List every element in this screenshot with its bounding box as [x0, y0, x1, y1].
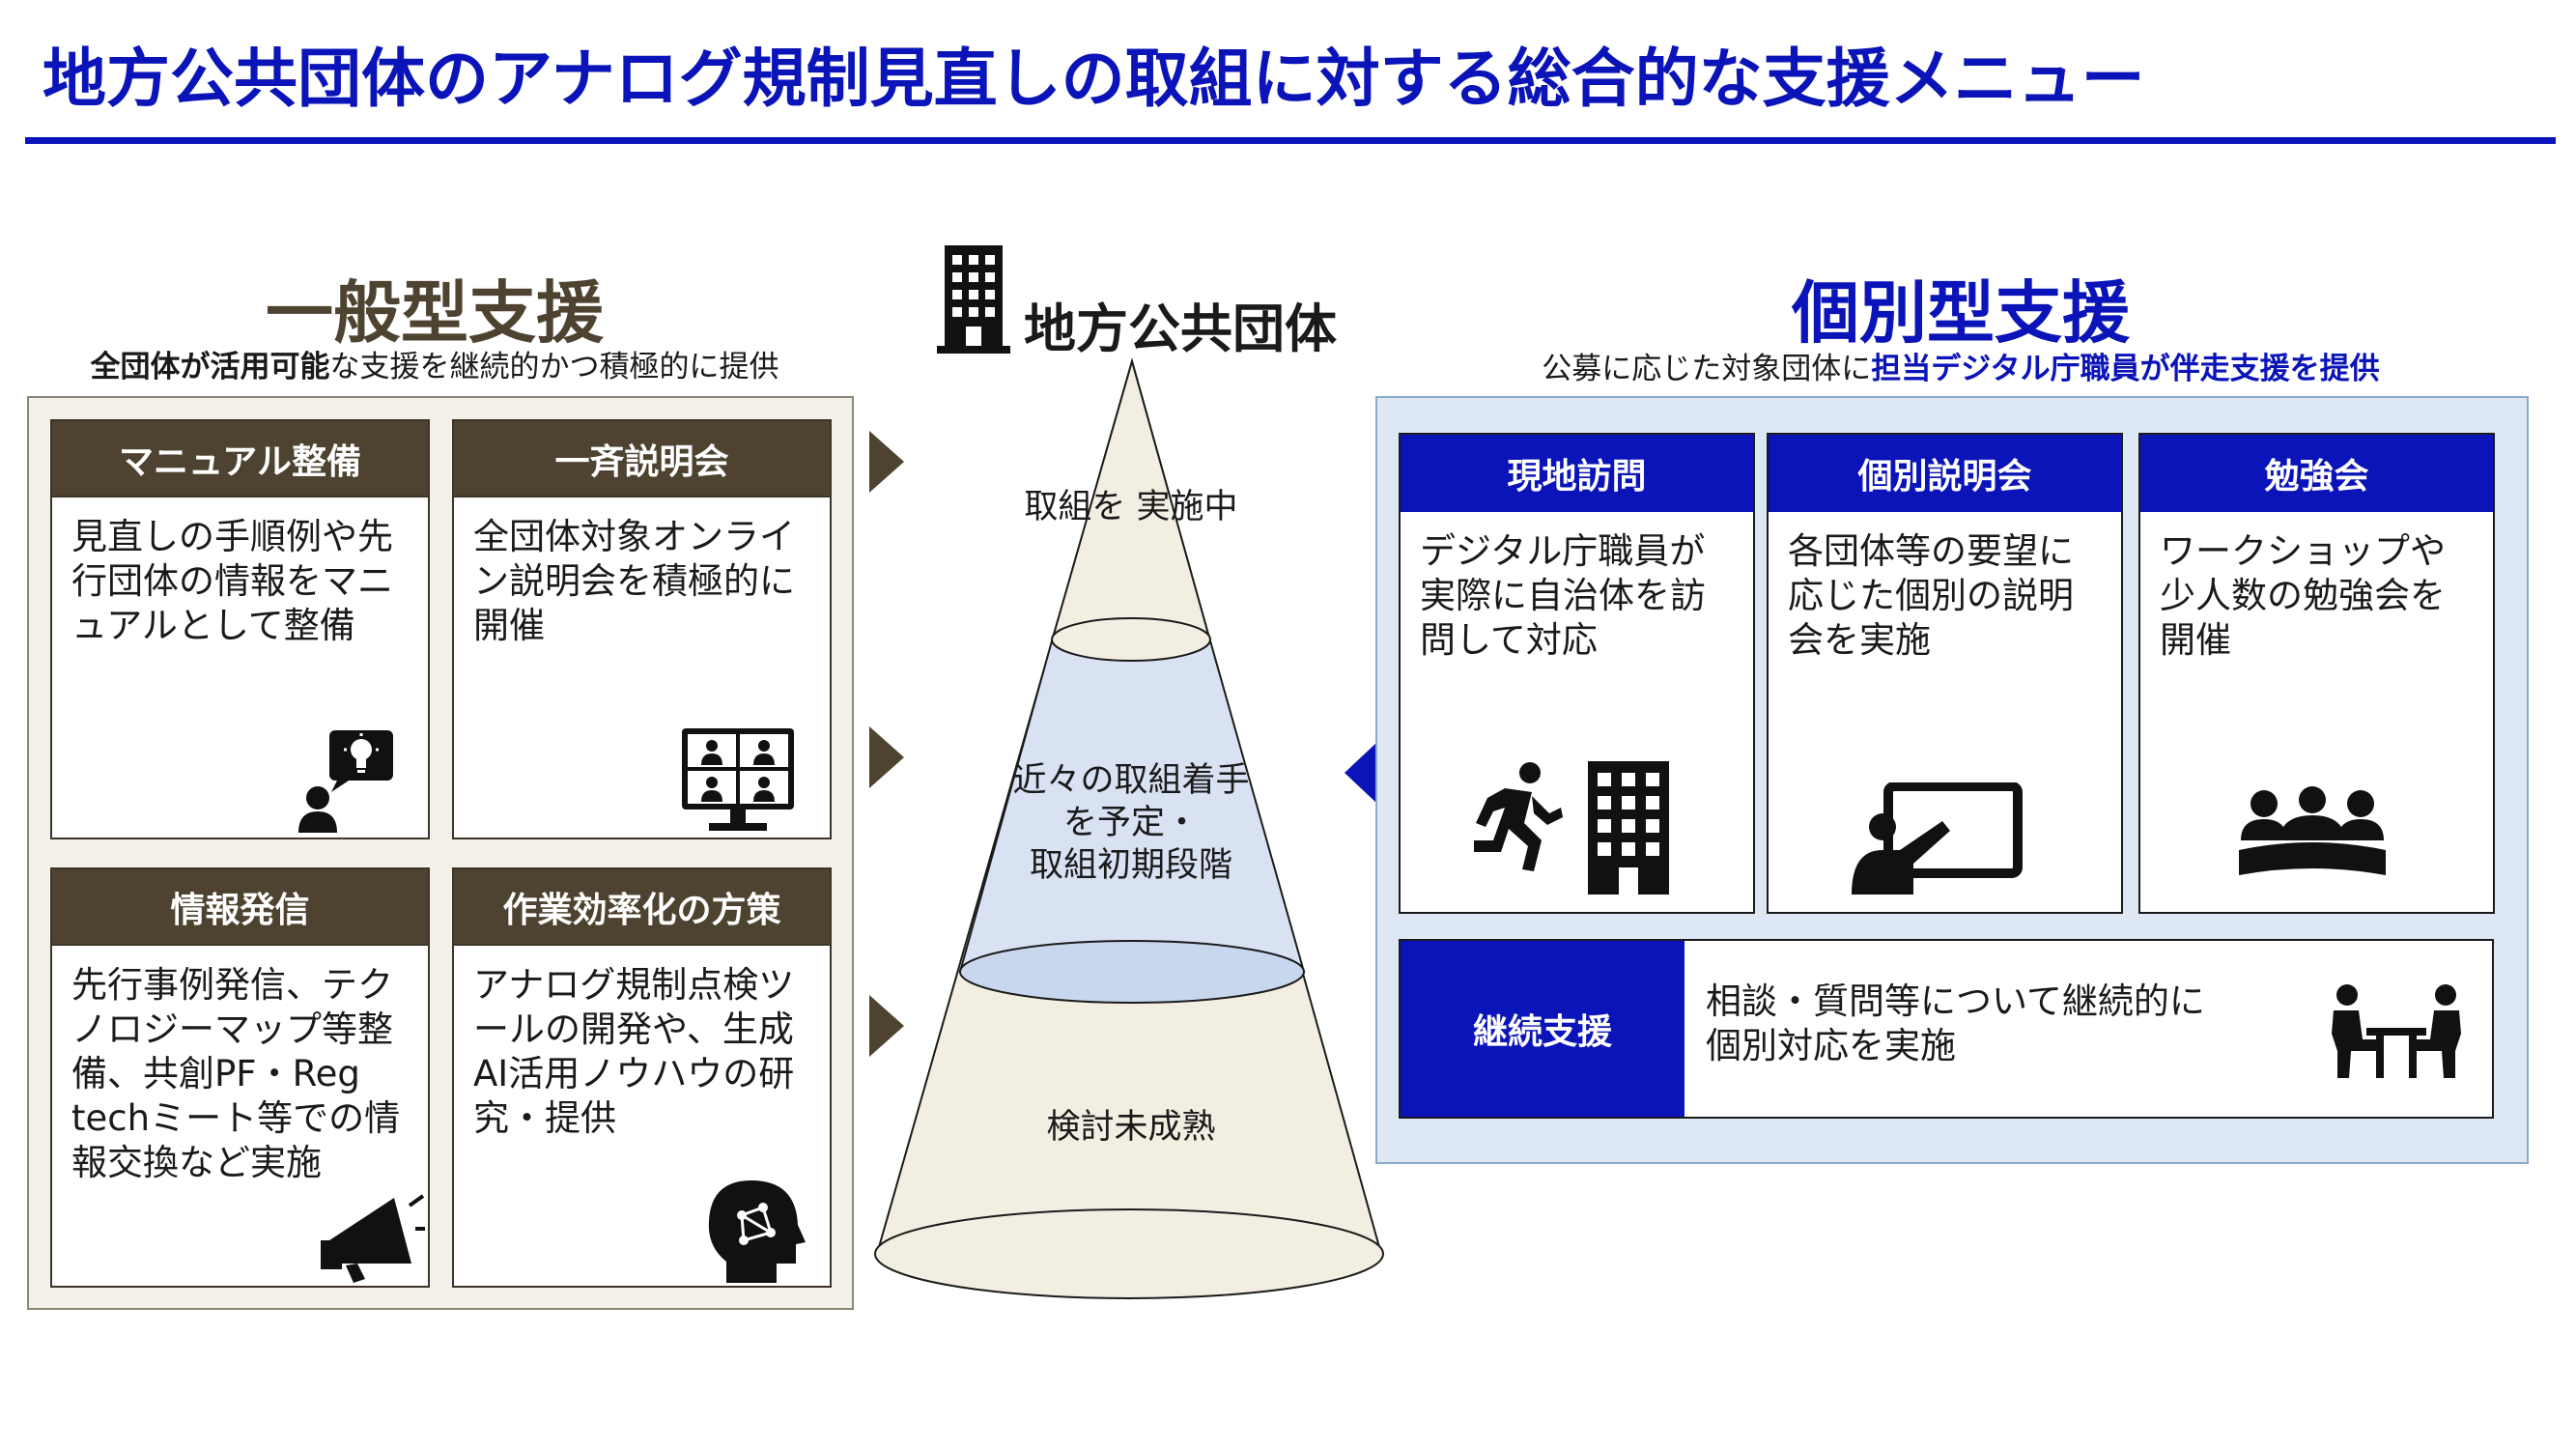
individual-support-subtitle: 公募に応じた対象団体に担当デジタル庁職員が伴走支援を提供: [1430, 344, 2492, 387]
lightbulb-presenter-icon: [298, 730, 393, 833]
general-subtitle-text: な支援を継続的かつ積極的に提供: [329, 350, 779, 384]
arrow-right-icon: [869, 431, 904, 493]
online-meeting-icon: [682, 728, 794, 831]
card-individual-briefing-header: 個別説明会: [1769, 435, 2121, 512]
continuous-support-box: 継続支援 相談・質問等について継続的に 個別対応を実施: [1399, 939, 2494, 1119]
office-building-icon: [1588, 761, 1669, 895]
card-site-visit-header: 現地訪問: [1401, 435, 1753, 512]
card-individual-briefing-body: 各団体等の要望に応じた個別の説明会を実施: [1788, 530, 2074, 661]
general-subtitle-emphasis: 全団体が活用可能: [90, 350, 330, 384]
individual-subtitle-emphasis: 担当デジタル庁職員が伴走支援を提供: [1871, 352, 2380, 386]
card-info-sharing-header: 情報発信: [52, 869, 428, 946]
card-efficiency-body: アナログ規制点検ツールの開発や、生成AI活用ノウハウの研究・提供: [473, 964, 795, 1139]
card-site-visit-body: デジタル庁職員が実際に自治体を訪問して対応: [1420, 530, 1706, 661]
running-person-icon: [1474, 762, 1563, 871]
presentation-board-icon: [1852, 782, 2023, 895]
card-study-session: 勉強会 ワークショップや少人数の勉強会を開催: [2138, 433, 2495, 914]
stage-active: 取組を 実施中: [1024, 488, 1238, 526]
consultation-table-icon: [2332, 984, 2461, 1078]
arrow-right-icon: [869, 726, 904, 788]
card-manual-header: マニュアル整備: [52, 421, 428, 497]
card-briefing: 一斉説明会 全団体対象オンライン説明会を積極的に開催: [452, 419, 832, 839]
card-briefing-header: 一斉説明会: [454, 421, 830, 497]
general-support-title: 一般型支援: [266, 273, 604, 353]
card-site-visit: 現地訪問 デジタル庁職員が実際に自治体を訪問して対応: [1399, 433, 1755, 914]
card-info-sharing-body: 先行事例発信、テクノロジーマップ等整備、共創PF・Reg techミート等での情…: [71, 964, 401, 1183]
megaphone-icon: [321, 1194, 425, 1283]
group-meeting-icon: [2239, 786, 2386, 875]
card-briefing-body: 全団体対象オンライン説明会を積極的に開催: [473, 516, 795, 646]
arrow-right-icon: [869, 995, 904, 1057]
continuous-support-text: 相談・質問等について継続的に 個別対応を実施: [1706, 980, 2205, 1066]
page-title: 地方公共団体のアナログ規制見直しの取組に対する総合的な支援メニュー: [42, 42, 2145, 116]
card-manual-body: 見直しの手順例や先行団体の情報をマニュアルとして整備: [71, 516, 393, 646]
arrow-left-icon: [1345, 742, 1377, 804]
card-info-sharing: 情報発信 先行事例発信、テクノロジーマップ等整備、共創PF・Reg techミー…: [50, 867, 430, 1288]
local-government-label: 地方公共団体: [1024, 298, 1337, 359]
card-efficiency-header: 作業効率化の方策: [454, 869, 830, 946]
card-study-session-body: ワークショップや少人数の勉強会を開催: [2160, 530, 2446, 661]
title-divider: [25, 137, 2556, 144]
individual-subtitle-text: 公募に応じた対象団体に: [1542, 352, 1872, 386]
stage-immature: 検討未成熟: [1046, 1108, 1216, 1147]
card-efficiency: 作業効率化の方策 アナログ規制点検ツールの開発や、生成AI活用ノウハウの研究・提…: [452, 867, 832, 1288]
card-manual: マニュアル整備 見直しの手順例や先行団体の情報をマニュアルとして整備: [50, 419, 430, 839]
card-study-session-header: 勉強会: [2140, 435, 2493, 512]
stage-starting: 近々の取組着手 を予定・ 取組初期段階: [1012, 761, 1250, 885]
continuous-support-header: 継続支援: [1401, 941, 1684, 1117]
building-icon: [937, 245, 1010, 354]
maturity-cone: [874, 357, 1384, 1299]
individual-support-title: 個別型支援: [1792, 273, 2130, 353]
general-support-subtitle: 全団体が活用可能な支援を継続的かつ積極的に提供: [29, 342, 840, 385]
ai-head-icon: [708, 1180, 806, 1283]
card-individual-briefing: 個別説明会 各団体等の要望に応じた個別の説明会を実施: [1767, 433, 2123, 914]
